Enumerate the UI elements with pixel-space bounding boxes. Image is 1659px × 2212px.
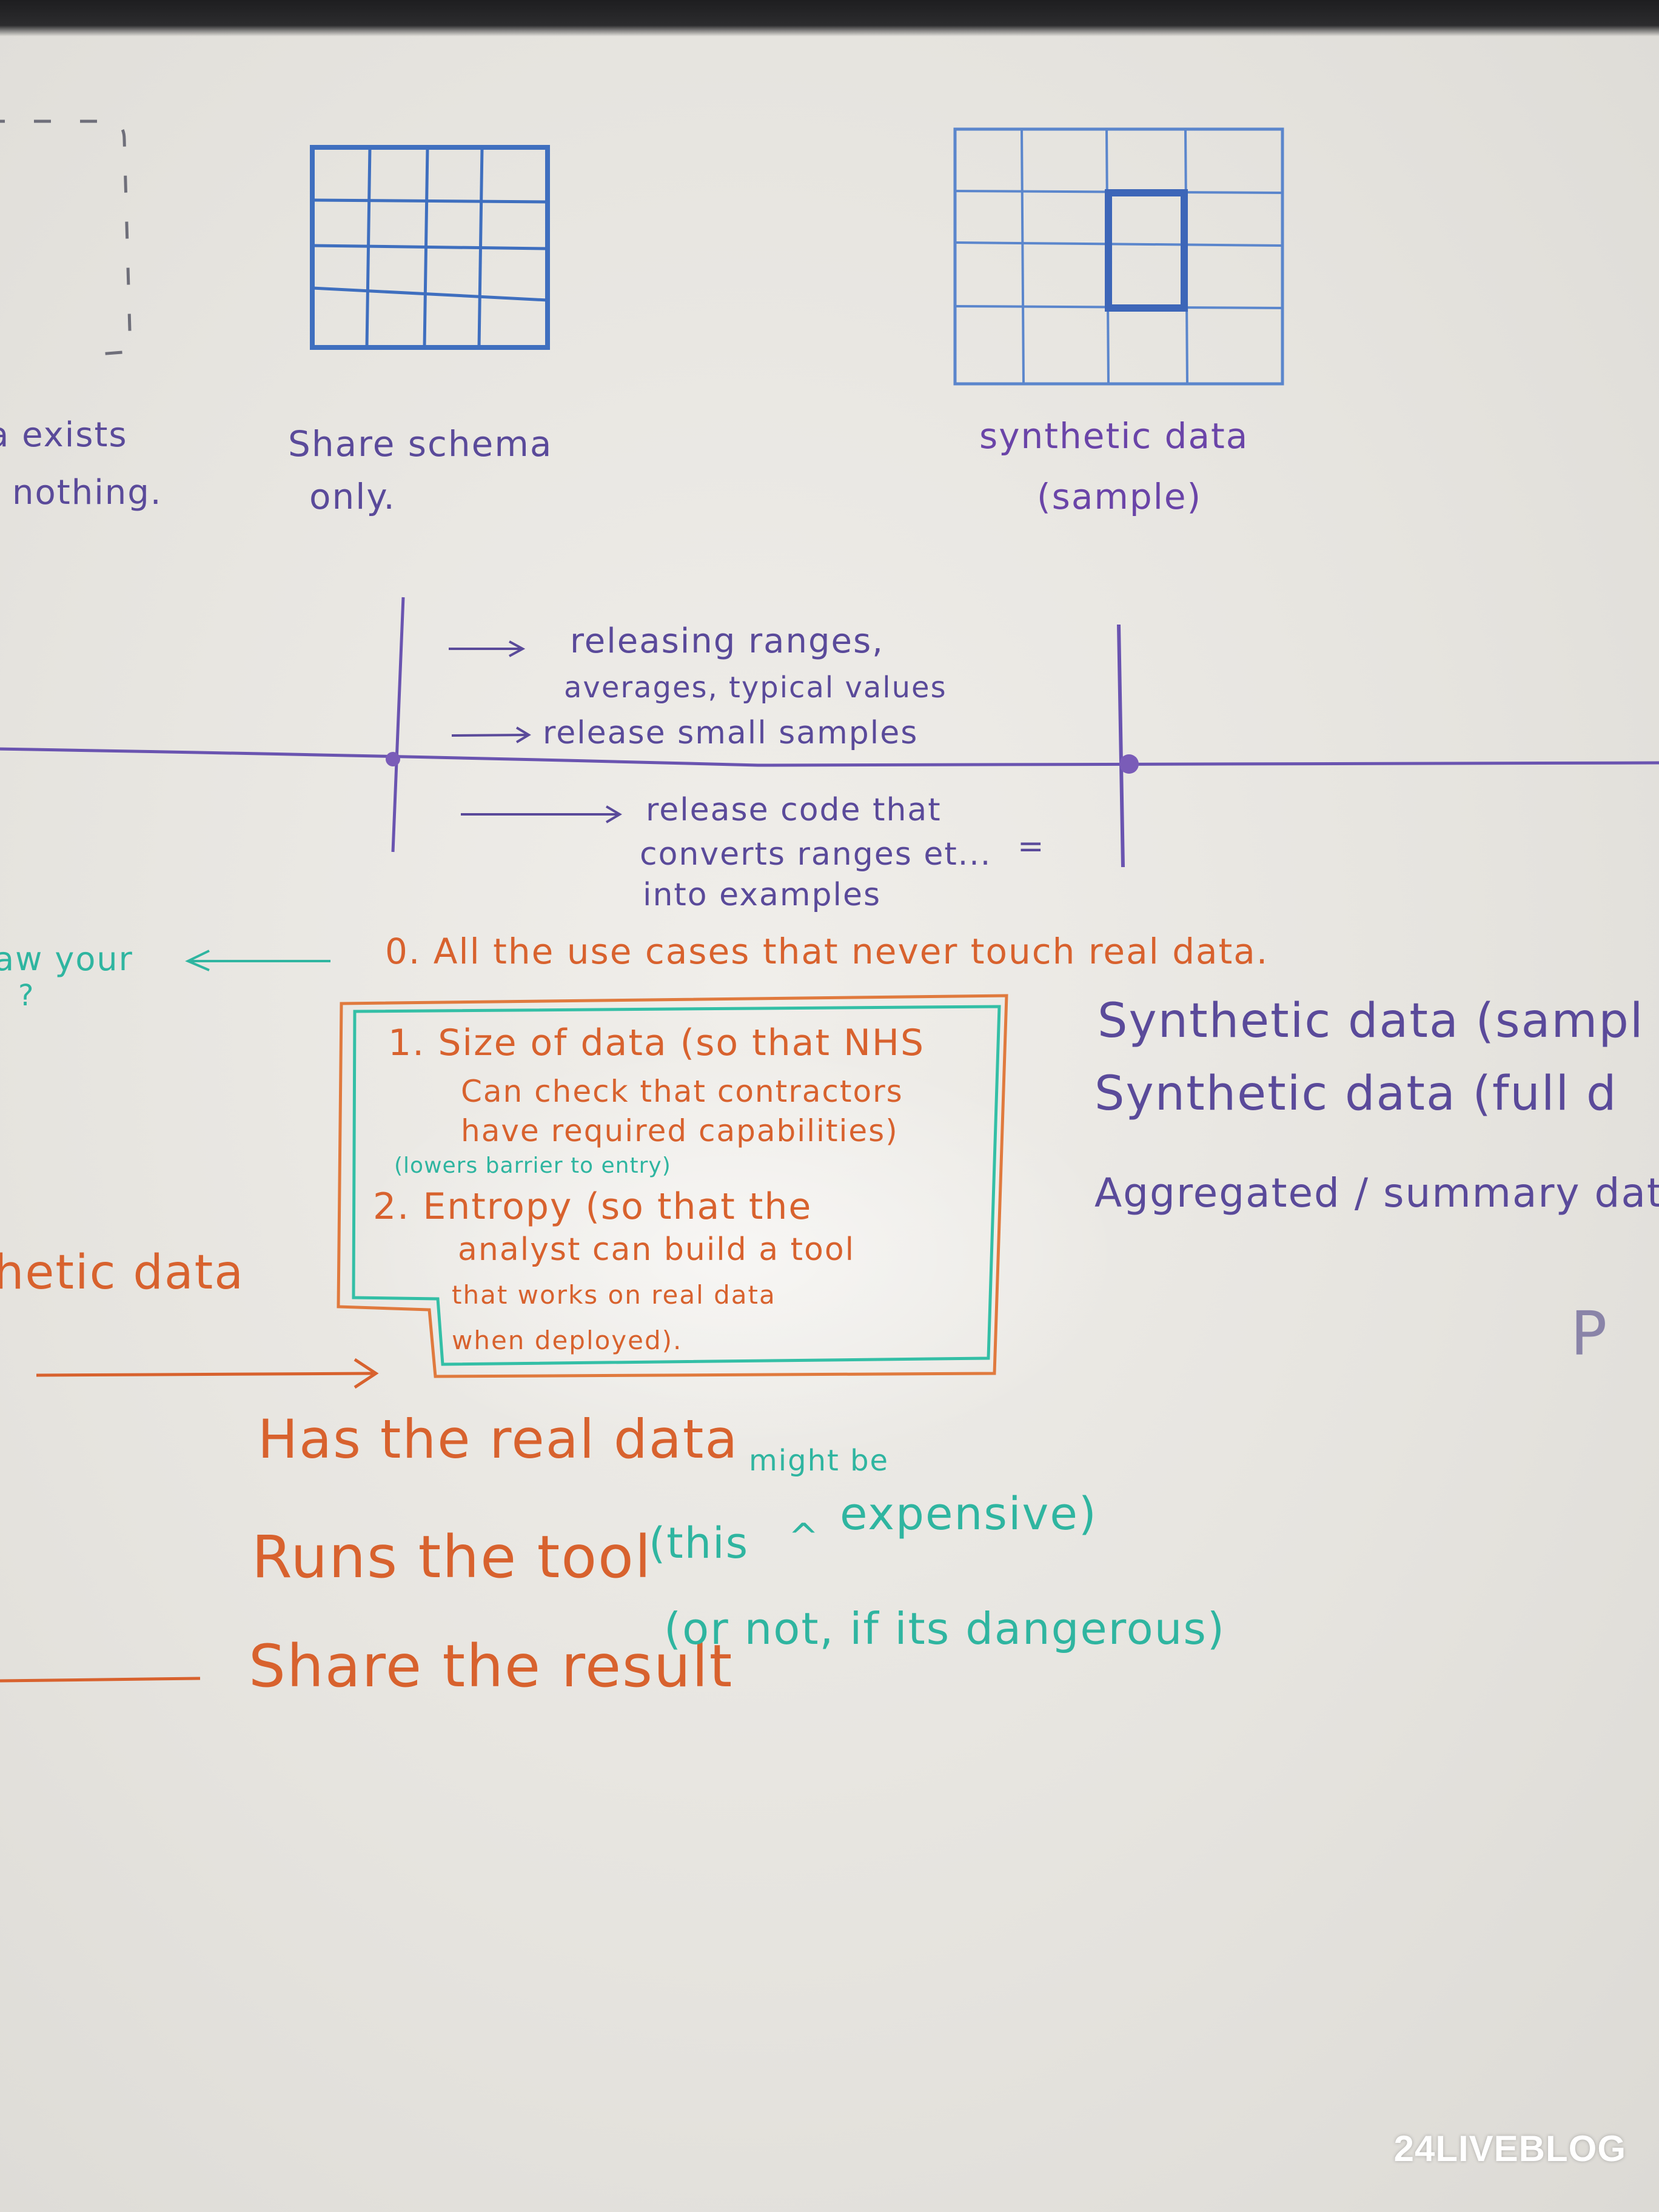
right-list-synthetic-full: Synthetic data (full d — [1094, 1067, 1618, 1121]
left-caption-line1: a exists — [0, 415, 128, 455]
right-list-synthetic-sample: Synthetic data (sampl — [1098, 994, 1644, 1048]
right-list-fragment: P — [1570, 1298, 1609, 1369]
schema-caption-line2: only. — [309, 476, 396, 517]
left-caption-line2: nothing. — [12, 473, 163, 512]
synthetic-sample-grid — [953, 127, 1284, 386]
use-case-2-line4: when deployed). — [452, 1326, 683, 1355]
orange-fragment: hetic data — [0, 1245, 245, 1300]
step-runs-tool-note-open: (this — [649, 1518, 749, 1568]
step-share-result: Share the result — [249, 1632, 734, 1700]
use-case-1-teal-note: (lowers barrier to entry) — [394, 1153, 671, 1178]
step-runs-tool-note-insert: might be — [749, 1444, 890, 1478]
use-case-1-line2: Can check that contractors — [461, 1074, 903, 1109]
schema-caption-line1: Share schema — [288, 423, 553, 464]
timeline-note-code-line2: converts ranges et... — [640, 836, 992, 873]
timeline-note-ranges-line2: averages, typical values — [564, 671, 947, 705]
use-cases-teal-box — [352, 1005, 1001, 1366]
use-case-2-line3: that works on real data — [452, 1280, 776, 1310]
right-list-aggregated: Aggregated / summary data — [1094, 1170, 1659, 1216]
step-has-real-data: Has the real data — [258, 1408, 739, 1470]
use-case-1-line3: have required capabilities) — [461, 1113, 899, 1148]
use-cases-orange-box — [337, 994, 1008, 1378]
orange-connector-line — [0, 1677, 201, 1683]
timeline-note-ranges-line1: releasing ranges, — [570, 622, 884, 661]
use-case-0: 0. All the use cases that never touch re… — [385, 931, 1269, 972]
schema-grid — [310, 145, 550, 350]
teal-arrow — [185, 950, 330, 971]
watermark-logo: 24LIVEBLOG — [1393, 2128, 1626, 2169]
equals-mark: = — [1017, 828, 1045, 865]
orange-arrow — [36, 1358, 379, 1389]
synthetic-caption-line2: (sample) — [1037, 476, 1202, 517]
use-case-2-line2: analyst can build a tool — [458, 1232, 856, 1268]
use-case-2-line1: 2. Entropy (so that the — [373, 1185, 813, 1228]
step-runs-tool-note-close: expensive) — [840, 1488, 1098, 1540]
teal-fragment: aw your — [0, 940, 133, 978]
use-case-1-line1: 1. Size of data (so that NHS — [388, 1022, 925, 1064]
teal-question-mark: ? — [18, 979, 35, 1013]
timeline-note-code-line3: into examples — [643, 877, 882, 913]
dashed-empty-box — [0, 119, 132, 357]
synthetic-caption-line1: synthetic data — [979, 415, 1249, 457]
timeline-note-samples: release small samples — [543, 715, 919, 751]
timeline — [0, 597, 1659, 868]
whiteboard-top-edge — [0, 0, 1659, 36]
step-share-result-note: (or not, if its dangerous) — [664, 1603, 1225, 1654]
timeline-arrows — [449, 640, 622, 823]
step-runs-tool-caret: ^ — [788, 1516, 820, 1558]
step-runs-tool: Runs the tool — [252, 1523, 652, 1591]
timeline-note-code-line1: release code that — [646, 792, 942, 828]
